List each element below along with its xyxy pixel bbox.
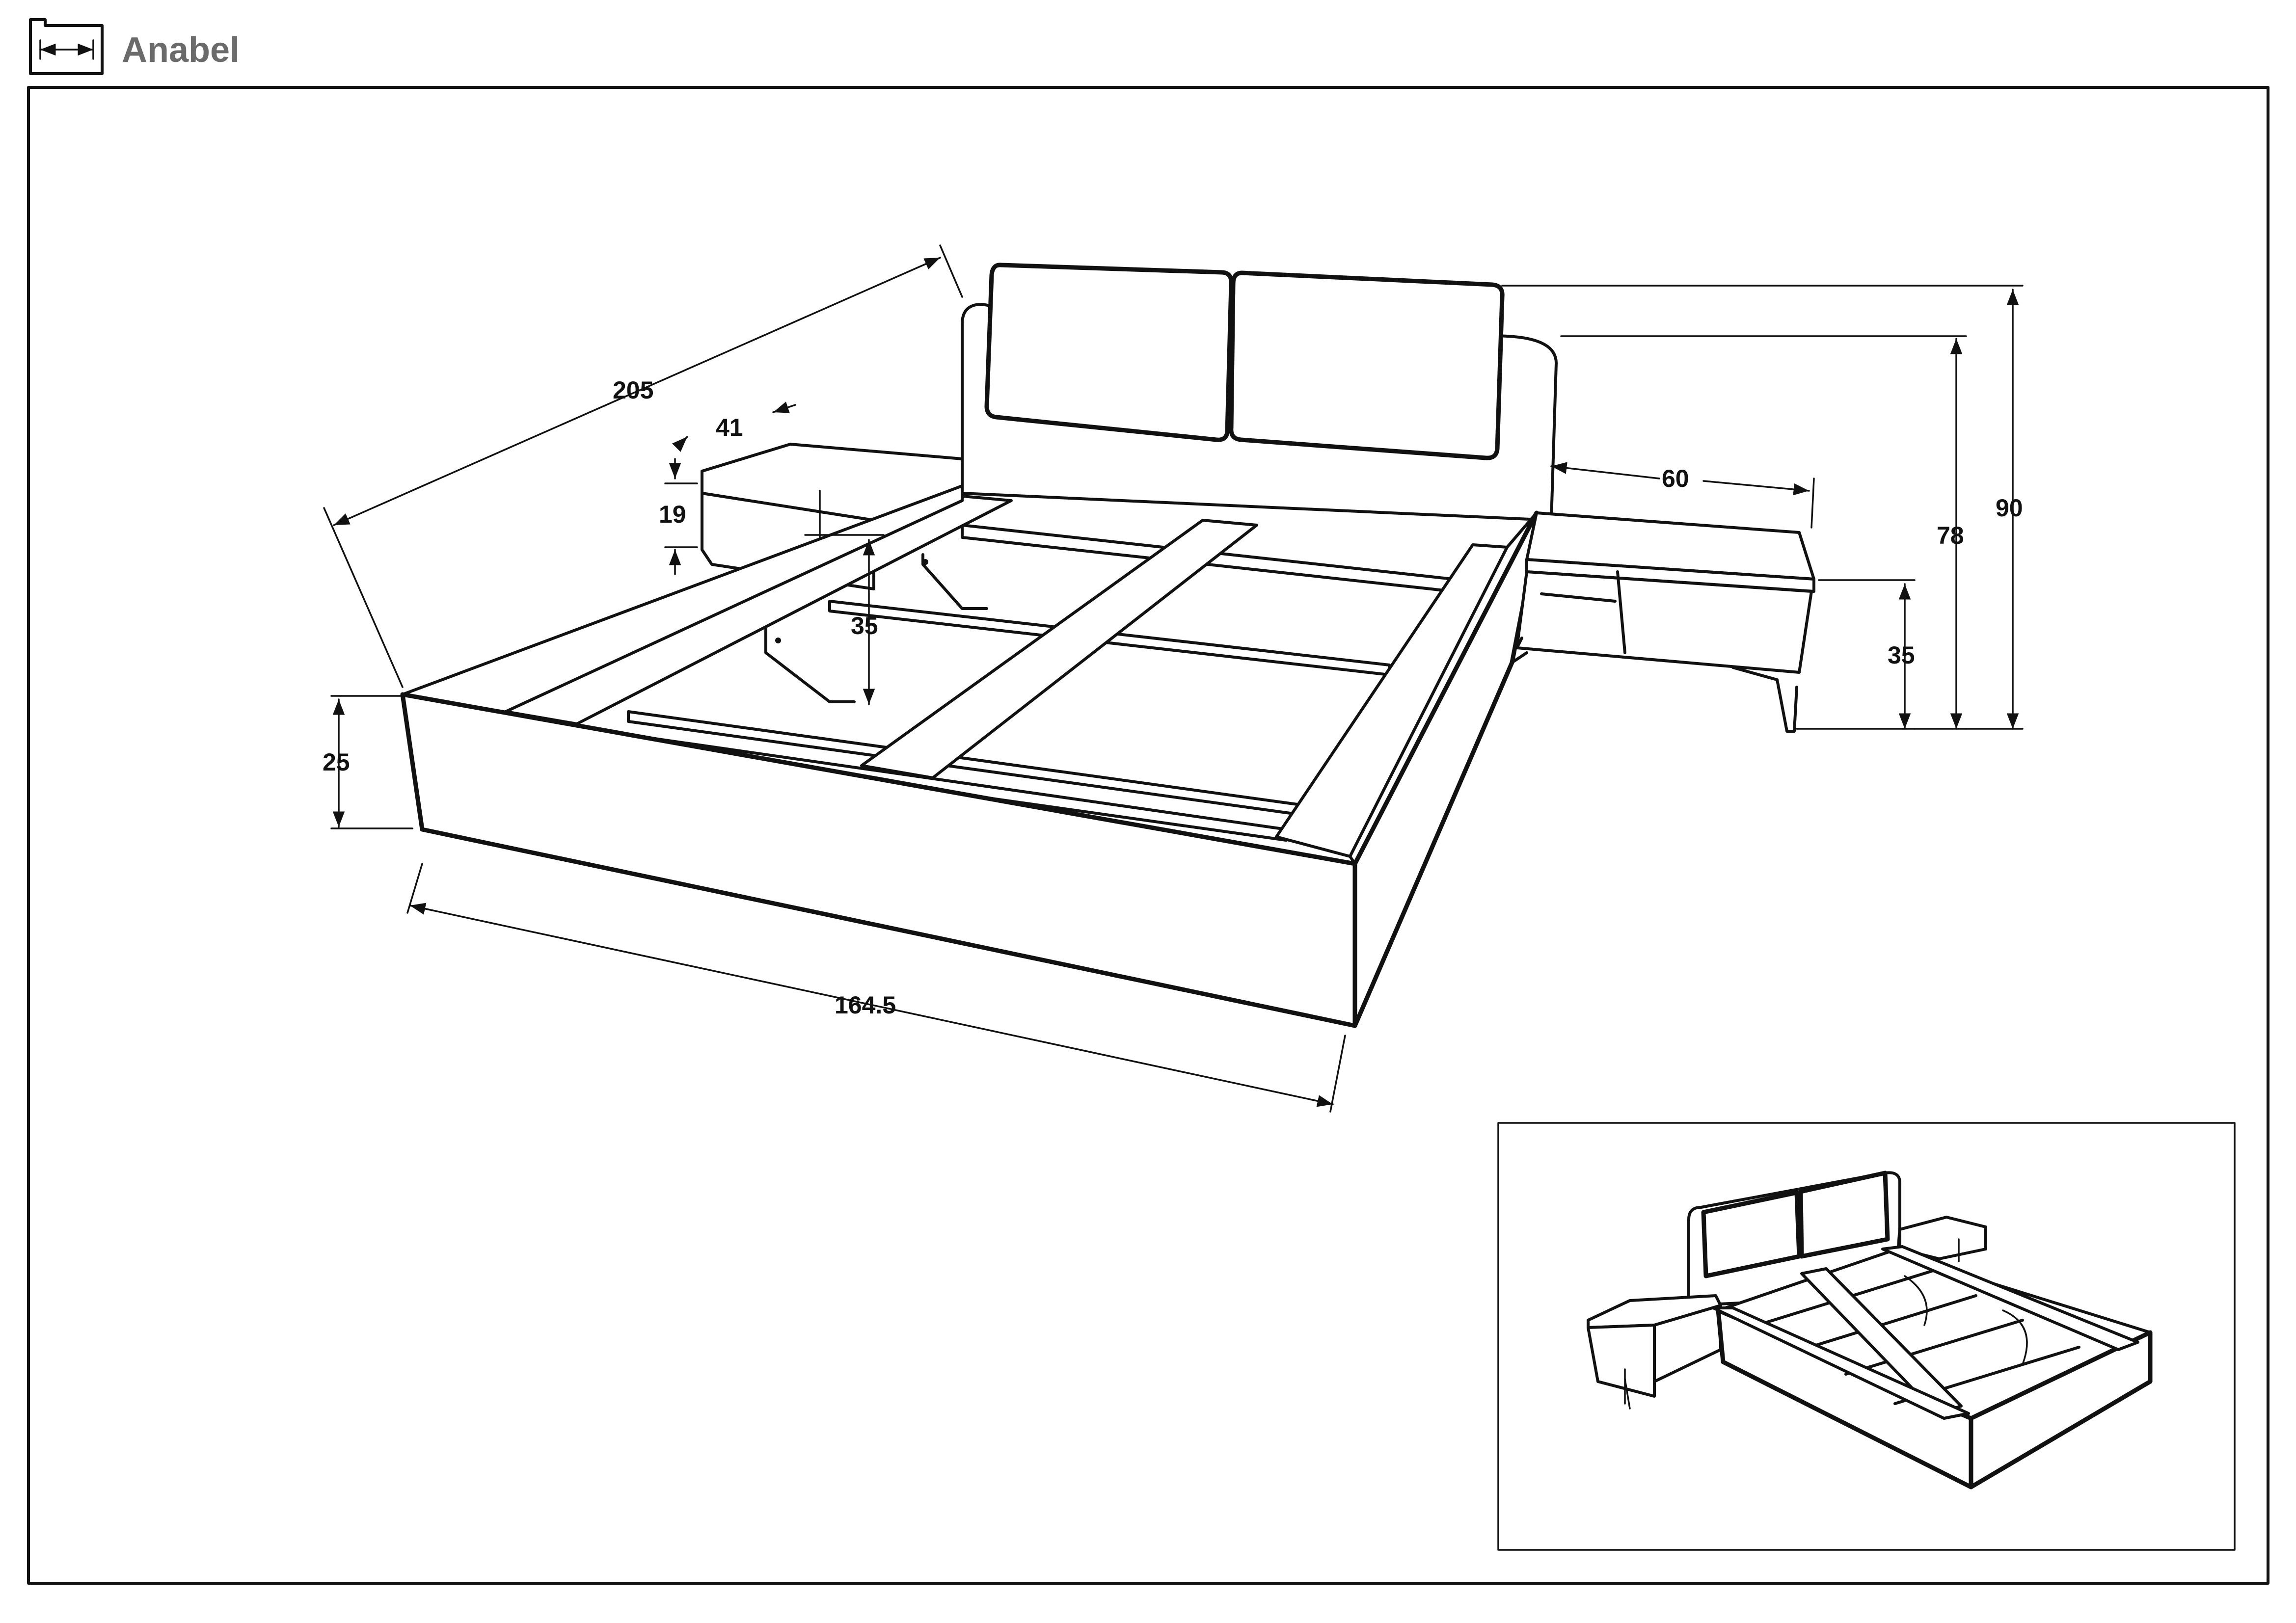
bracket-back <box>921 553 988 610</box>
dim-bed-length: 205 <box>613 376 653 404</box>
center-slat <box>860 519 1258 779</box>
dim-slat-height: 35 <box>851 612 878 639</box>
dim-frame-height: 25 <box>323 748 350 776</box>
dim-bed-width: 164.5 <box>835 991 896 1019</box>
dim-nightstand-width: 60 <box>1662 465 1689 492</box>
dim-nightstand-thickness: 19 <box>659 501 686 528</box>
dim-headboard-total-height: 90 <box>1996 494 2023 522</box>
dim-nightstand-height: 35 <box>1888 641 1915 669</box>
dim-nightstand-depth: 41 <box>716 414 743 441</box>
nightstand-right <box>1515 511 1815 733</box>
dimensions-icon <box>29 18 104 75</box>
inset-bed-drawing <box>1587 1171 2153 1490</box>
bracket-front <box>764 627 856 703</box>
headboard-cushion-left <box>984 263 1234 442</box>
dim-headboard-side-height: 78 <box>1937 522 1964 549</box>
headboard-cushion-right <box>1229 270 1505 460</box>
outer-frame <box>27 86 2269 1585</box>
inset-frame <box>1497 1122 2236 1551</box>
page-title: Anabel <box>122 30 240 70</box>
bed-front-board <box>400 692 1357 1028</box>
dimension-lines <box>323 244 2024 1113</box>
